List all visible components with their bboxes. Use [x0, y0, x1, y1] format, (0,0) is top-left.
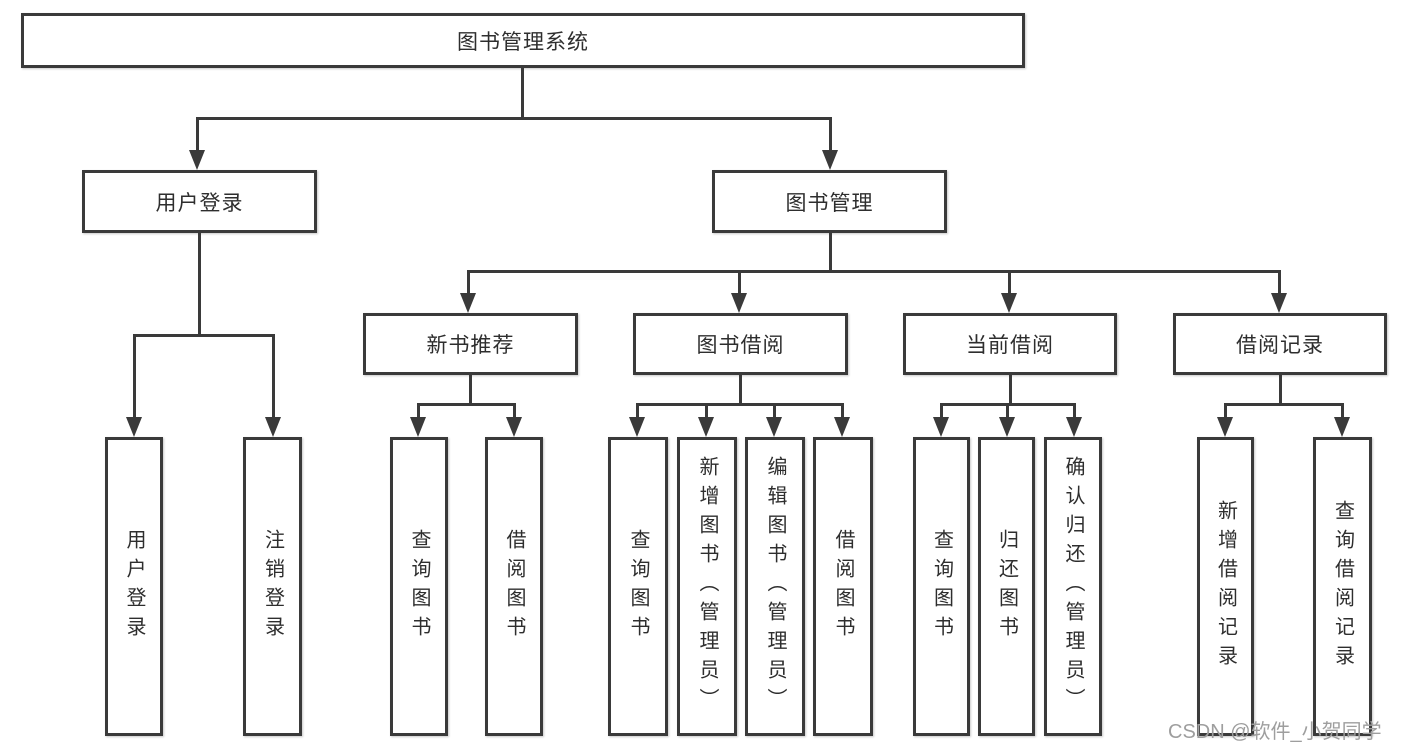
leaf-return-books-label: 归还图书 — [995, 528, 1018, 645]
arrow-down-icon — [126, 417, 142, 437]
connector-line — [513, 403, 516, 419]
arrow-down-icon — [1001, 293, 1017, 313]
arrow-down-icon — [1066, 417, 1082, 437]
connector-line — [521, 68, 524, 119]
connector-line — [829, 117, 832, 151]
node-book-borrow-label: 图书借阅 — [696, 334, 785, 357]
connector-line — [1006, 403, 1009, 419]
node-current-borrow: 当前借阅 — [903, 313, 1117, 375]
leaf-query-borrow-record: 查询借阅记录 — [1313, 437, 1372, 736]
connector-line — [417, 403, 420, 419]
connector-line — [196, 117, 832, 120]
arrow-down-icon — [1217, 417, 1233, 437]
connector-line — [940, 403, 943, 419]
node-book-management-label: 图书管理 — [785, 191, 874, 215]
connector-line — [134, 334, 275, 337]
connector-line — [198, 233, 201, 337]
leaf-add-books-admin-label: 新增图书（管理员） — [696, 456, 718, 717]
arrow-down-icon — [460, 293, 476, 313]
node-root-label: 图书管理系统 — [457, 30, 589, 54]
leaf-borrow-books-recommend: 借阅图书 — [485, 437, 543, 736]
leaf-logout-label: 注销登录 — [261, 528, 284, 645]
leaf-query-books-recommend: 查询图书 — [390, 437, 448, 736]
leaf-query-borrow-record-label: 查询借阅记录 — [1331, 499, 1354, 674]
node-borrow-records-label: 借阅记录 — [1236, 334, 1324, 357]
connector-line — [636, 403, 639, 419]
node-new-book-recommend: 新书推荐 — [363, 313, 578, 375]
arrow-down-icon — [629, 417, 645, 437]
arrow-down-icon — [822, 150, 838, 170]
arrow-down-icon — [506, 417, 522, 437]
leaf-user-login: 用户登录 — [105, 437, 163, 736]
arrow-down-icon — [189, 150, 205, 170]
connector-line — [1279, 375, 1282, 406]
leaf-edit-books-admin: 编辑图书（管理员） — [745, 437, 805, 736]
leaf-add-books-admin: 新增图书（管理员） — [677, 437, 737, 736]
connector-line — [196, 117, 199, 151]
node-new-book-recommend-label: 新书推荐 — [426, 334, 515, 357]
node-borrow-records: 借阅记录 — [1173, 313, 1387, 375]
connector-line — [705, 403, 708, 419]
leaf-borrow-books-recommend-label: 借阅图书 — [503, 528, 525, 645]
arrow-down-icon — [999, 417, 1015, 437]
connector-line — [773, 403, 776, 419]
leaf-query-books-current: 查询图书 — [913, 437, 970, 736]
leaf-confirm-return-admin-label: 确认归还（管理员） — [1062, 456, 1084, 717]
arrow-down-icon — [933, 417, 949, 437]
connector-line — [829, 233, 832, 273]
leaf-query-books-current-label: 查询图书 — [930, 528, 953, 645]
node-book-management: 图书管理 — [712, 170, 947, 233]
connector-line — [1278, 270, 1281, 294]
leaf-borrow-books-label: 借阅图书 — [832, 528, 854, 645]
node-root: 图书管理系统 — [21, 13, 1025, 68]
arrow-down-icon — [1271, 293, 1287, 313]
leaf-borrow-books: 借阅图书 — [813, 437, 873, 736]
node-current-borrow-label: 当前借阅 — [966, 334, 1054, 357]
leaf-edit-books-admin-label: 编辑图书（管理员） — [764, 456, 786, 717]
connector-line — [1008, 270, 1011, 294]
connector-line — [636, 403, 844, 406]
arrow-down-icon — [1334, 417, 1350, 437]
connector-line — [1224, 403, 1344, 406]
leaf-add-borrow-record-label: 新增借阅记录 — [1214, 499, 1237, 674]
node-book-borrow: 图书借阅 — [633, 313, 848, 375]
leaf-return-books: 归还图书 — [978, 437, 1035, 736]
arrow-down-icon — [698, 417, 714, 437]
arrow-down-icon — [410, 417, 426, 437]
leaf-query-books-recommend-label: 查询图书 — [408, 528, 430, 645]
connector-line — [418, 403, 516, 406]
connector-line — [272, 334, 275, 418]
connector-line — [841, 403, 844, 419]
connector-line — [738, 270, 741, 294]
leaf-logout: 注销登录 — [243, 437, 302, 736]
connector-line — [468, 270, 1281, 273]
connector-line — [739, 375, 742, 406]
leaf-query-books-borrow-label: 查询图书 — [627, 528, 649, 645]
arrow-down-icon — [834, 417, 850, 437]
connector-line — [469, 375, 472, 406]
leaf-query-books-borrow: 查询图书 — [608, 437, 668, 736]
leaf-confirm-return-admin: 确认归还（管理员） — [1044, 437, 1102, 736]
node-user-login: 用户登录 — [82, 170, 317, 233]
arrow-down-icon — [731, 293, 747, 313]
node-user-login-label: 用户登录 — [155, 191, 244, 215]
watermark-text: CSDN @软件_小贺同学 — [1168, 721, 1382, 743]
connector-line — [1341, 403, 1344, 419]
arrow-down-icon — [766, 417, 782, 437]
connector-line — [467, 270, 470, 294]
connector-line — [133, 334, 136, 418]
arrow-down-icon — [265, 417, 281, 437]
leaf-user-login-label: 用户登录 — [123, 528, 145, 645]
connector-line — [1073, 403, 1076, 419]
leaf-add-borrow-record: 新增借阅记录 — [1197, 437, 1254, 736]
connector-line — [1224, 403, 1227, 419]
connector-line — [1009, 375, 1012, 406]
